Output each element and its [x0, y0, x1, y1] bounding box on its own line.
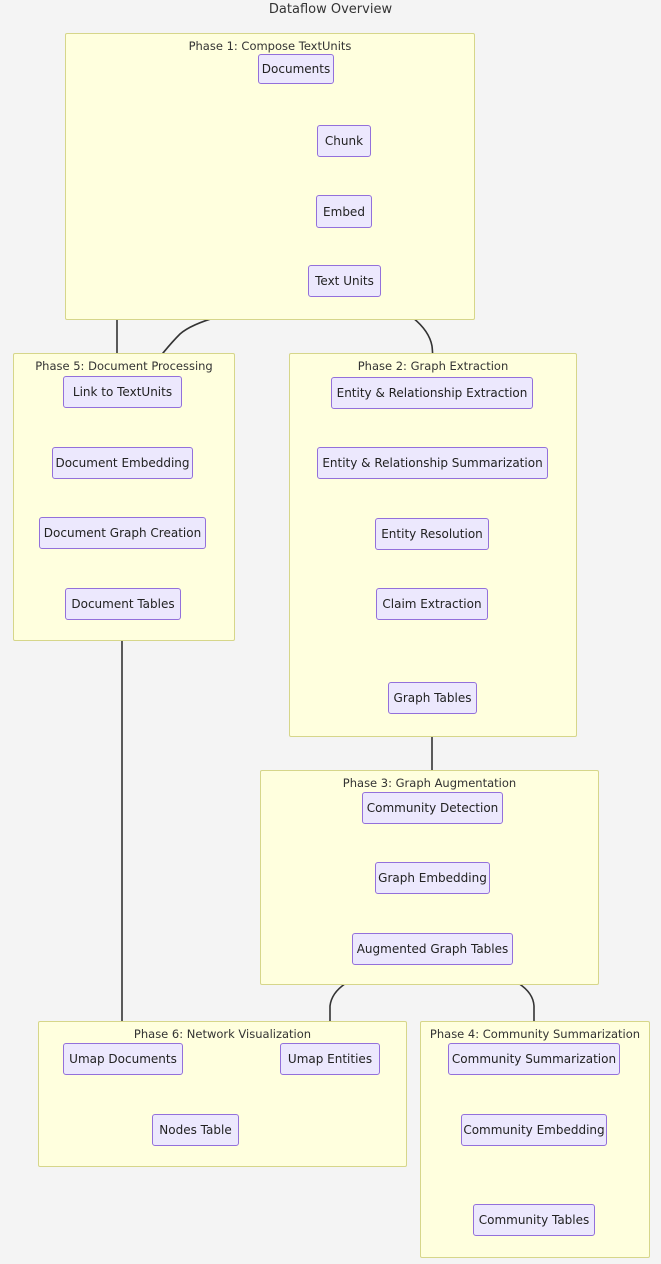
node-entity-resolution[interactable]: Entity Resolution — [375, 518, 489, 550]
node-community-detection[interactable]: Community Detection — [362, 792, 503, 824]
cluster-phase-4-label: Phase 4: Community Summarization — [429, 1027, 641, 1041]
node-nodes-table[interactable]: Nodes Table — [152, 1114, 239, 1146]
node-entity-relationship-summarization[interactable]: Entity & Relationship Summarization — [317, 447, 548, 479]
cluster-phase-1-label: Phase 1: Compose TextUnits — [188, 39, 352, 53]
node-community-embedding[interactable]: Community Embedding — [461, 1114, 607, 1146]
node-umap-documents[interactable]: Umap Documents — [63, 1043, 183, 1075]
cluster-phase-6-label: Phase 6: Network Visualization — [133, 1027, 312, 1041]
node-augmented-graph-tables[interactable]: Augmented Graph Tables — [352, 933, 513, 965]
node-document-embedding[interactable]: Document Embedding — [52, 447, 193, 479]
node-graph-embedding[interactable]: Graph Embedding — [375, 862, 490, 894]
node-text-units[interactable]: Text Units — [308, 265, 381, 297]
node-claim-extraction[interactable]: Claim Extraction — [376, 588, 488, 620]
node-graph-tables[interactable]: Graph Tables — [388, 682, 477, 714]
node-document-tables[interactable]: Document Tables — [65, 588, 181, 620]
node-umap-entities[interactable]: Umap Entities — [280, 1043, 380, 1075]
node-entity-relationship-extraction[interactable]: Entity & Relationship Extraction — [331, 377, 533, 409]
node-embed[interactable]: Embed — [316, 195, 372, 228]
node-community-tables[interactable]: Community Tables — [473, 1204, 595, 1236]
page-title: Dataflow Overview — [268, 2, 393, 17]
node-chunk[interactable]: Chunk — [317, 125, 371, 157]
node-documents[interactable]: Documents — [258, 54, 334, 84]
node-document-graph-creation[interactable]: Document Graph Creation — [39, 517, 206, 549]
cluster-phase-3-label: Phase 3: Graph Augmentation — [342, 776, 517, 790]
node-community-summarization[interactable]: Community Summarization — [448, 1043, 620, 1075]
node-link-to-textunits[interactable]: Link to TextUnits — [63, 376, 182, 408]
cluster-phase-2-label: Phase 2: Graph Extraction — [357, 359, 509, 373]
cluster-phase-5-label: Phase 5: Document Processing — [35, 359, 213, 373]
